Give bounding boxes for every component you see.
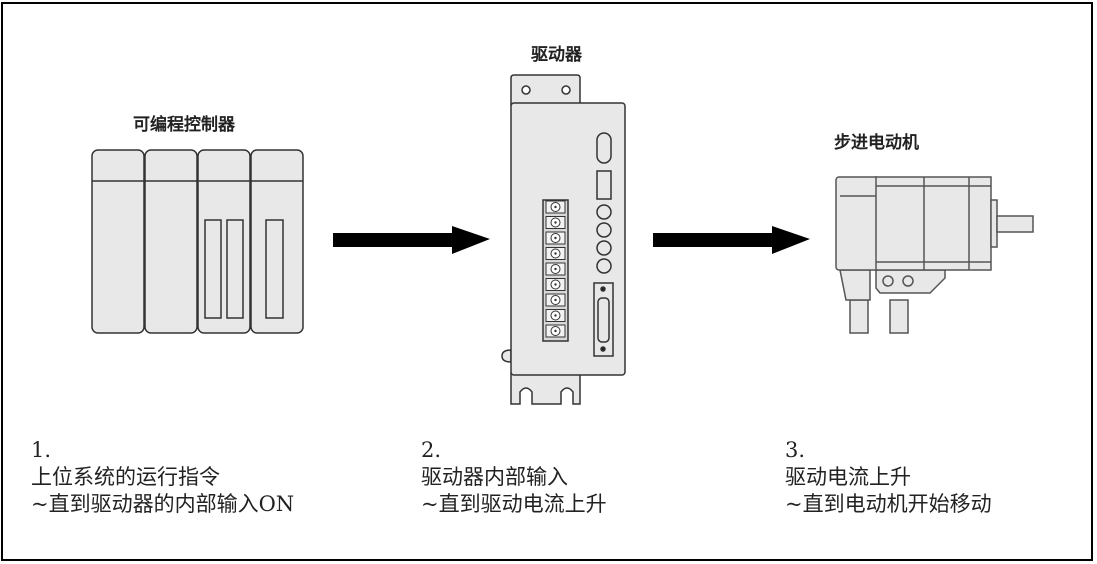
step-line2: ~直到驱动器的内部输入ON [31,492,295,516]
step-line1: 驱动器内部输入 [421,465,568,489]
step-2: 2. 驱动器内部输入 ~直到驱动电流上升 [421,437,607,518]
step-line2: ~直到驱动电流上升 [421,492,607,516]
terminal-screw-center [554,252,557,255]
terminal-screws [545,200,566,338]
step-line2: ~直到电动机开始移动 [785,492,992,516]
motor-body [875,176,992,271]
motor-cable [889,299,909,334]
plc-module-4 [250,149,304,334]
plc-module-3 [197,149,251,334]
plc-module-2 [144,149,198,334]
terminal-screw-center [554,329,557,333]
terminal-screw-center [554,205,557,209]
step-line1: 上位系统的运行指令 [31,465,220,489]
mount-hole [561,85,571,95]
step-1: 1. 上位系统的运行指令 ~直到驱动器的内部输入ON [31,437,294,518]
indicator-led [596,258,612,274]
stepper-motor-icon [835,176,1034,334]
motor-cable [849,299,869,334]
mount-hole [521,85,531,95]
indicator-led [596,204,612,220]
ground-terminal [902,275,914,287]
indicator-led [596,222,612,238]
terminal-screw-center [554,283,557,286]
motor-rear-cap [835,176,881,271]
step-line1: 驱动电流上升 [785,465,911,489]
arrow-right-icon [653,226,810,254]
arrow-right-icon [333,226,490,254]
driver-side-knob [501,349,512,363]
plc-module-1 [91,149,145,334]
indicator-window [596,170,612,200]
driver-unit-icon [501,74,626,405]
dsub-connector [593,282,614,357]
terminal-screw-center [554,267,557,271]
motor-title: 步进电动机 [834,133,919,153]
terminal-screw-center [554,314,557,317]
terminal-screw-center [554,221,557,224]
motor-cable-base [839,269,871,301]
motor-flange [990,199,998,248]
motor-shaft [996,215,1034,233]
driver-title: 驱动器 [531,45,582,65]
step-3: 3. 驱动电流上升 ~直到电动机开始移动 [785,437,992,518]
plc-rack-icon [91,149,304,334]
terminal-screw-center [554,236,557,240]
indicator-oval [596,132,612,164]
driver-top-bracket [510,74,581,106]
step-number: 1. [31,438,52,462]
step-number: 3. [785,438,806,462]
terminal-screw-center [554,298,557,302]
terminal-screw-x [882,275,894,287]
plc-title: 可编程控制器 [133,115,235,135]
step-number: 2. [421,438,442,462]
driver-bottom-bracket [510,372,581,405]
indicator-led [596,240,612,256]
